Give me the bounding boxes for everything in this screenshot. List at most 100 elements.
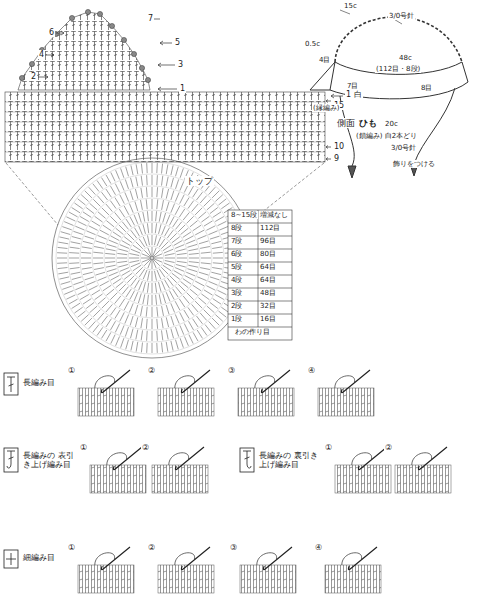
stitch-stroke — [218, 221, 227, 225]
stitch-stroke — [78, 290, 87, 294]
table-cell: 8~15段 — [230, 211, 258, 219]
stitch-stroke — [86, 208, 94, 214]
stitch-stroke — [152, 295, 153, 305]
stitch-stroke — [72, 237, 82, 240]
stitch-stroke — [111, 275, 120, 280]
stitch-stroke — [92, 290, 101, 295]
leader-line — [6, 163, 58, 225]
stitch-stroke — [204, 221, 213, 226]
stitch-stroke — [201, 294, 209, 300]
stitch-stroke — [215, 295, 224, 300]
stitch-stroke — [93, 184, 99, 192]
stitch-stroke — [85, 191, 92, 198]
stitch-count: (112目・8段) — [375, 65, 421, 73]
row-number: 4 — [38, 50, 45, 59]
stitch-stroke — [102, 316, 108, 324]
stitch-stroke — [134, 215, 138, 224]
stitch-stroke — [66, 295, 75, 299]
stitch-stroke — [131, 249, 140, 253]
stitch-stroke — [183, 296, 189, 304]
stitch-stroke — [196, 192, 202, 200]
stitch-stroke — [126, 289, 131, 297]
stitch-stroke — [181, 228, 189, 234]
stitch-stroke — [58, 272, 68, 274]
table-cell: 4段 — [230, 276, 243, 284]
stitch-stroke — [116, 228, 124, 234]
stitch-stroke — [58, 268, 68, 269]
stitch-stroke — [106, 265, 116, 267]
stitch-stroke — [218, 290, 227, 294]
table-cell: 5段 — [230, 263, 243, 271]
stitch-stroke — [125, 314, 129, 323]
stitch-stroke — [146, 307, 147, 317]
stitch-stroke — [165, 258, 175, 259]
stitch-stroke — [105, 258, 115, 259]
stitch-stroke — [129, 303, 133, 312]
stitch-stroke — [120, 181, 124, 190]
stitch-stroke — [221, 203, 229, 209]
stitch-stroke — [141, 176, 142, 186]
stitch-stroke — [219, 199, 227, 205]
yarn — [255, 376, 275, 388]
stitch-stroke — [171, 303, 175, 312]
stitch-stroke — [131, 341, 133, 351]
stitch-stroke — [193, 319, 199, 327]
stitch-stroke — [147, 223, 148, 233]
stitch-stroke — [166, 202, 169, 212]
hook — [348, 547, 377, 570]
stitch-stroke — [159, 224, 162, 234]
step-number: ④ — [307, 366, 316, 375]
table-cell: 増減なし — [259, 211, 289, 219]
fabric — [335, 465, 391, 493]
table-cell: 64目 — [259, 263, 277, 271]
stitch-stroke — [69, 212, 78, 217]
stitch-stroke — [177, 258, 187, 259]
stitch-stroke — [170, 233, 177, 240]
hook-size: 3/0号針 — [388, 12, 415, 20]
stitch-stroke — [107, 269, 117, 272]
stitch-stroke — [58, 247, 68, 248]
stitch-stroke — [131, 278, 137, 286]
stitch-stroke — [106, 249, 116, 251]
round-line — [116, 222, 188, 294]
stitch-stroke — [201, 263, 211, 264]
step-number: ① — [67, 366, 76, 375]
stitch-stroke — [64, 291, 73, 295]
stitch-stroke — [115, 324, 119, 333]
stitch-stroke — [116, 282, 124, 288]
stitch-stroke — [213, 299, 221, 305]
stitch-stroke — [146, 331, 148, 341]
stitch-stroke — [100, 230, 109, 235]
stitch-stroke — [106, 304, 113, 312]
stitch-stroke — [208, 281, 217, 285]
stitch-stroke — [153, 254, 162, 258]
row-number: 1 白 — [345, 90, 363, 99]
stitch-stroke — [205, 325, 211, 333]
fabric — [90, 465, 146, 493]
stitch-stroke — [152, 199, 153, 209]
fabric — [238, 388, 294, 416]
stitch-stroke — [186, 240, 195, 244]
stitch-stroke — [180, 325, 184, 334]
stitch-stroke — [106, 189, 112, 197]
round-line — [80, 186, 224, 330]
stitch-stroke — [163, 213, 166, 223]
stitch-stroke — [171, 178, 174, 188]
stitch-stroke — [176, 167, 179, 177]
stitch-stroke — [165, 261, 175, 263]
stitch-stroke — [75, 286, 84, 290]
stitch-stroke — [105, 253, 115, 254]
stitch-stroke — [62, 227, 72, 230]
stitch-stroke — [184, 324, 188, 333]
stitch-stroke — [175, 192, 179, 201]
stitch-stroke — [198, 212, 206, 219]
stitch-stroke — [163, 293, 166, 303]
stitch-stroke — [117, 253, 127, 254]
row-number: 3 — [177, 60, 184, 69]
stitch-stroke — [125, 179, 128, 189]
stitch-stroke — [81, 315, 88, 322]
stitch-stroke — [135, 317, 137, 327]
picot — [145, 77, 150, 82]
stitch-stroke — [152, 343, 153, 353]
stitch-stroke — [185, 275, 194, 280]
